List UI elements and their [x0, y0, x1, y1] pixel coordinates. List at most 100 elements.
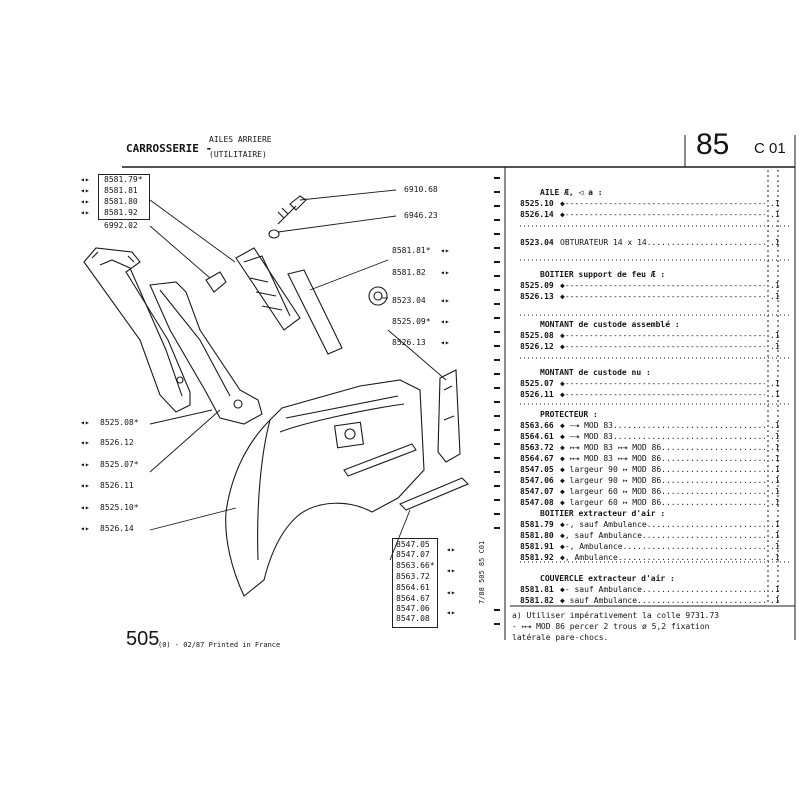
ref-label: 8526.14 — [100, 524, 134, 533]
ref-label: 6992.02 — [104, 221, 138, 230]
part-number: 8564.61 — [520, 432, 554, 441]
ref-arrow: ◂▸ — [80, 175, 90, 184]
ref-arrow: ◂▸ — [80, 524, 90, 533]
part-description: ◆ largeur 60 ↦ MOD 86...................… — [560, 487, 765, 496]
fuel-flap — [333, 421, 365, 449]
ref-arrow: ◂▸ — [440, 268, 450, 277]
ref-arrow: ◂▸ — [80, 460, 90, 469]
part-quantity: .1 — [770, 379, 780, 388]
ref-label: 8547.05 — [396, 540, 430, 549]
part-quantity: .1 — [770, 342, 780, 351]
part-description: ◆ largeur 90 ↦ MOD 86...................… — [560, 465, 765, 474]
vent-cover — [287, 269, 343, 355]
part-quantity: .1 — [770, 498, 780, 507]
ref-label: 8525.10* — [100, 503, 139, 512]
part-quantity: .1 — [770, 281, 780, 290]
part-number: 8525.08 — [520, 331, 554, 340]
edition-text: (0) - 02/87 Printed in France — [158, 641, 281, 649]
part-number: 8581.80 — [520, 531, 554, 540]
spine-ticks — [494, 177, 500, 625]
ref-arrow: ◂▸ — [446, 588, 456, 597]
part-number: 8526.14 — [520, 210, 554, 219]
ref-group-box — [98, 174, 150, 220]
ref-label: 8547.08 — [396, 614, 430, 623]
part-number: 8526.11 — [520, 390, 554, 399]
part-number: 8581.91 — [520, 542, 554, 551]
part-description: ◆---------------------------------------… — [560, 379, 765, 388]
part-quantity: .1 — [770, 210, 780, 219]
part-description: ◆, Ambulance............................… — [560, 553, 765, 562]
ref-label: 8581.79* — [104, 175, 143, 184]
part-description: ◆ ↦⇥ MOD 83 ↦⇥ MOD 86...................… — [560, 443, 765, 452]
subtitle-line1: AILES ARRIERE — [209, 135, 272, 144]
ref-label: 8563.66* — [396, 561, 435, 570]
ref-arrow: ◂▸ — [446, 608, 456, 617]
part-number: 8547.05 — [520, 465, 554, 474]
side-trim — [343, 443, 417, 477]
part-description: ◆- sauf Ambulance.......................… — [560, 585, 765, 594]
note-line-2: - ↦⇥ MOD 86 percer 2 trous ø 5,2 fixatio… — [512, 622, 710, 631]
group-heading: BOITIER support de feu Æ : — [540, 270, 666, 279]
ref-arrow: ◂▸ — [446, 545, 456, 554]
part-number: 8564.67 — [520, 454, 554, 463]
part-description: ◆ sauf Ambulance........................… — [560, 596, 765, 605]
section-title: CARROSSERIE - — [126, 142, 213, 155]
pillar-inner-line — [99, 259, 183, 397]
part-description: ◆---------------------------------------… — [560, 390, 765, 399]
part-quantity: .1 — [770, 585, 780, 594]
part-quantity: .1 — [770, 443, 780, 452]
ref-label: 8581.81 — [104, 186, 138, 195]
group-heading: PROTECTEUR : — [540, 410, 598, 419]
group-heading: AILE Æ, ◁ a : — [540, 188, 603, 197]
spine-text: 7/88 505 85 C01 — [478, 540, 486, 604]
ref-label: 6946.23 — [404, 211, 438, 220]
part-description: ◆---------------------------------------… — [560, 281, 765, 290]
part-number: 8525.10 — [520, 199, 554, 208]
lamp-support — [437, 369, 461, 463]
part-quantity: .1 — [770, 542, 780, 551]
part-number: 8581.92 — [520, 553, 554, 562]
ref-label: 8525.09* — [392, 317, 431, 326]
part-number: 8563.72 — [520, 443, 554, 452]
part-description: ◆ largeur 60 ↦ MOD 86...................… — [560, 498, 765, 507]
ref-label: 8526.12 — [100, 438, 134, 447]
ref-label: 8581.81* — [392, 246, 431, 255]
ref-label: 8564.67 — [396, 594, 430, 603]
part-quantity: .1 — [770, 553, 780, 562]
ref-arrow: ◂▸ — [440, 317, 450, 326]
part-description: ◆ —⇥ MOD 83.............................… — [560, 421, 765, 430]
ref-label: 8564.61 — [396, 583, 430, 592]
part-description: ◆---------------------------------------… — [560, 342, 765, 351]
ref-arrow: ◂▸ — [80, 503, 90, 512]
part-quantity: .1 — [770, 421, 780, 430]
ref-arrow: ◂▸ — [80, 418, 90, 427]
group-heading: MONTANT de custode nu : — [540, 368, 651, 377]
ref-arrow: ◂▸ — [440, 338, 450, 347]
ref-label: 8525.08* — [100, 418, 139, 427]
part-quantity: .1 — [770, 390, 780, 399]
ref-label: 8526.13 — [392, 338, 426, 347]
parts-illustration — [83, 195, 469, 597]
part-description: ◆---------------------------------------… — [560, 199, 765, 208]
part-description: ◆---------------------------------------… — [560, 210, 765, 219]
part-quantity: .1 — [770, 596, 780, 605]
part-number: 8525.07 — [520, 379, 554, 388]
pillar-outer — [83, 247, 191, 413]
ref-group-box-bottom — [392, 538, 438, 628]
part-quantity: .1 — [770, 432, 780, 441]
part-number: 8526.13 — [520, 292, 554, 301]
part-number: 8547.08 — [520, 498, 554, 507]
ref-label: 8523.04 — [392, 296, 426, 305]
part-quantity: .1 — [770, 531, 780, 540]
ref-arrow: ◂▸ — [80, 208, 90, 217]
part-number: 8581.81 — [520, 585, 554, 594]
ref-label: 8526.11 — [100, 481, 134, 490]
part-number: 8525.09 — [520, 281, 554, 290]
plug — [368, 286, 388, 306]
ref-label: 8581.80 — [104, 197, 138, 206]
ref-arrow: ◂▸ — [440, 246, 450, 255]
part-description: ◆ largeur 90 ↦ MOD 86...................… — [560, 476, 765, 485]
page-code: C 01 — [754, 140, 786, 157]
page-number: 85 — [696, 128, 730, 161]
